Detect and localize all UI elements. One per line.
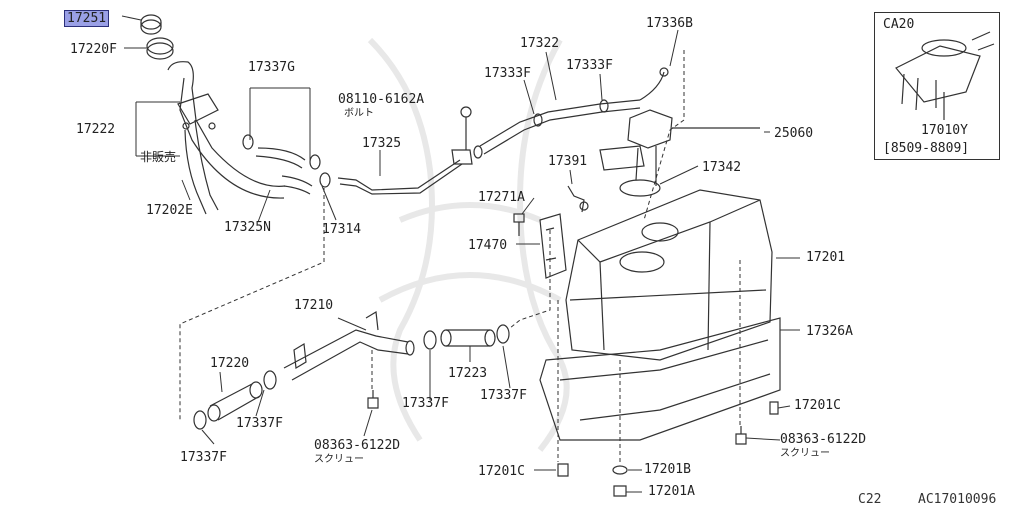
label-17325N[interactable]: 17325N	[224, 220, 271, 235]
filler-cap-17251[interactable]	[140, 14, 162, 35]
label-17201C-b[interactable]: 17201C	[478, 464, 525, 479]
label-not-sold: 非販売	[140, 150, 177, 164]
label-17220F[interactable]: 17220F	[70, 42, 117, 57]
hose-17325N[interactable]	[242, 134, 331, 195]
protector-17326A[interactable]	[539, 317, 781, 441]
clamps-17337F[interactable]	[193, 324, 510, 430]
label-17220[interactable]: 17220	[210, 356, 250, 371]
hose-17322[interactable]	[473, 67, 669, 159]
label-08363-6122D-1[interactable]: 08363-6122D	[314, 438, 401, 453]
label-17337F-1[interactable]: 17337F	[402, 396, 449, 411]
inset-range: [8509-8809]	[883, 141, 970, 156]
fuel-tank-17201[interactable]	[565, 189, 773, 361]
label-25060[interactable]: 25060	[774, 126, 814, 141]
hose-17223[interactable]	[440, 329, 496, 347]
label-17201C-a[interactable]: 17201C	[794, 398, 841, 413]
label-17251[interactable]: 17251	[64, 10, 110, 27]
label-17326A[interactable]: 17326A	[806, 324, 853, 339]
part-17391[interactable]	[567, 185, 589, 213]
footer-model: C22	[858, 492, 882, 507]
label-17202E[interactable]: 17202E	[146, 203, 193, 218]
sender-unit-25060[interactable]	[599, 109, 760, 186]
filler-tube-17210[interactable]	[283, 311, 415, 381]
label-bolt-name: ボルト	[344, 108, 374, 119]
label-17201B[interactable]: 17201B	[644, 462, 691, 477]
label-17210[interactable]: 17210	[294, 298, 334, 313]
label-17222[interactable]: 17222	[76, 122, 116, 137]
footer-ref: AC17010096	[918, 492, 997, 507]
label-screw-name-1: スクリュー	[314, 454, 364, 465]
label-08363-6122D-2[interactable]: 08363-6122D	[780, 432, 867, 447]
filler-neck-17222[interactable]	[167, 61, 286, 215]
hardware-17201[interactable]	[557, 401, 779, 497]
label-17325[interactable]: 17325	[362, 136, 402, 151]
label-17333F-b[interactable]: 17333F	[566, 58, 613, 73]
label-17223[interactable]: 17223	[448, 366, 488, 381]
label-17342[interactable]: 17342	[702, 160, 742, 175]
inset-title: CA20	[883, 17, 915, 32]
leader-lines	[121, 15, 800, 493]
label-17271A[interactable]: 17271A	[478, 190, 525, 205]
label-17470[interactable]: 17470	[468, 238, 508, 253]
label-17336B[interactable]: 17336B	[646, 16, 693, 31]
bolt-17271A[interactable]	[513, 213, 525, 236]
hose-17220[interactable]	[207, 381, 263, 422]
inset-box: CA20 17010Y [8509-8809]	[874, 12, 1000, 160]
label-17322[interactable]: 17322	[520, 36, 560, 51]
inset-pump-17010Y[interactable]	[895, 31, 995, 120]
tube-17325[interactable]	[337, 106, 473, 195]
label-17201[interactable]: 17201	[806, 250, 846, 265]
label-17391[interactable]: 17391	[548, 154, 588, 169]
screws-08363-6122D[interactable]	[367, 390, 747, 445]
label-17337G[interactable]: 17337G	[248, 60, 295, 75]
label-screw-name-2: スクリュー	[780, 448, 830, 459]
label-08110-6162A[interactable]: 08110-6162A	[338, 92, 425, 107]
label-17333F-a[interactable]: 17333F	[484, 66, 531, 81]
label-17337F-4[interactable]: 17337F	[180, 450, 227, 465]
seal-17220F[interactable]	[146, 37, 174, 60]
label-17337F-3[interactable]: 17337F	[236, 416, 283, 431]
label-17314[interactable]: 17314	[322, 222, 362, 237]
inset-part-label[interactable]: 17010Y	[921, 123, 968, 138]
label-17337F-2[interactable]: 17337F	[480, 388, 527, 403]
gasket-17342[interactable]	[619, 179, 661, 197]
bracket-17470[interactable]	[539, 213, 567, 279]
dashed-guides	[179, 50, 741, 464]
label-17201A[interactable]: 17201A	[648, 484, 695, 499]
